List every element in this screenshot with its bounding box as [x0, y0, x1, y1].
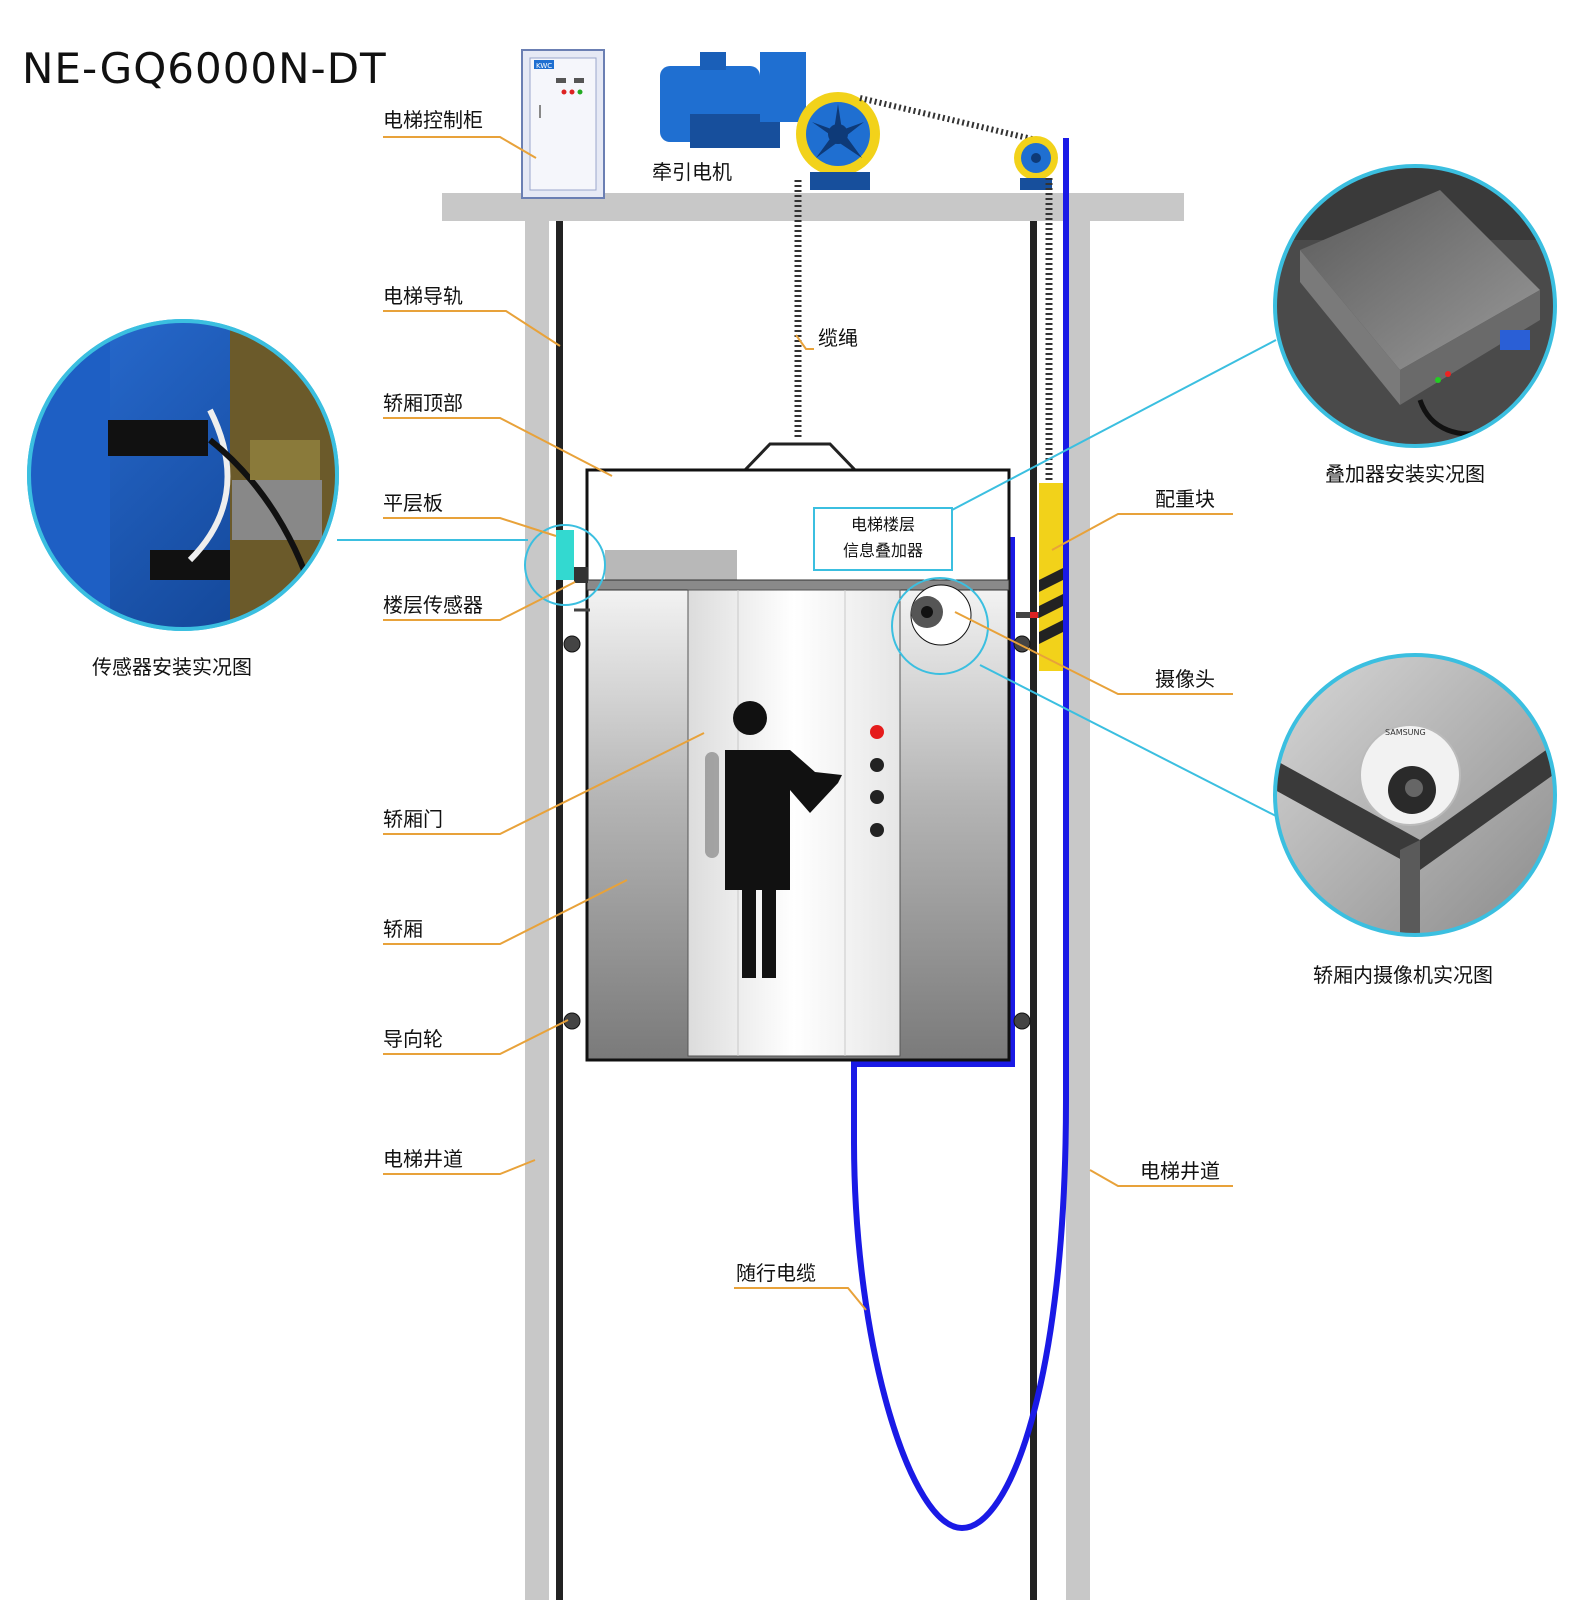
overlay-device-photo — [1273, 164, 1557, 448]
label-car-top: 轿厢顶部 — [383, 391, 463, 415]
sensor-photo — [27, 319, 339, 631]
label-shaft-right: 电梯井道 — [1140, 1159, 1220, 1183]
label-shaft-left: 电梯井道 — [383, 1147, 463, 1171]
diagram-title: NE-GQ6000N-DT — [22, 44, 387, 93]
overlay-box-line1: 电梯楼层 — [850, 515, 915, 534]
label-rope: 缆绳 — [818, 326, 858, 350]
caption-sensor-photo: 传感器安装实况图 — [92, 655, 252, 679]
label-camera: 摄像头 — [1155, 667, 1215, 691]
guide-rail-left — [556, 221, 563, 1600]
guide-wheel-bottom-right — [1013, 1012, 1031, 1030]
label-guide-rail: 电梯导轨 — [383, 284, 463, 308]
sensor-callout-ring — [524, 524, 606, 606]
shaft-wall-right — [1066, 221, 1090, 1600]
label-counterweight: 配重块 — [1155, 487, 1215, 511]
label-traction-motor: 牵引电机 — [652, 160, 732, 184]
leveling-plate — [556, 530, 574, 580]
cabinet-brand: KWC — [536, 62, 552, 70]
shaft-wall-left — [525, 221, 549, 1600]
label-floor-sensor: 楼层传感器 — [383, 593, 483, 617]
traction-motor-icon — [660, 52, 880, 190]
guide-wheel-icon — [1014, 136, 1058, 190]
label-leveling-plate: 平层板 — [383, 491, 443, 515]
guide-wheel-top-left — [563, 635, 581, 653]
control-cabinet-icon: KWC — [521, 49, 605, 199]
caption-camera-photo: 轿厢内摄像机实况图 — [1313, 963, 1493, 987]
traveling-cable — [851, 138, 1069, 1532]
counterweight — [1016, 483, 1063, 671]
camera-callout-ring — [891, 577, 989, 675]
car-top-hitch — [741, 442, 859, 472]
floor-info-overlay-box — [813, 507, 953, 571]
car-door — [687, 589, 901, 1057]
label-car-door: 轿厢门 — [383, 807, 443, 831]
overlay-box-line2: 信息叠加器 — [842, 541, 923, 560]
person-icon — [705, 701, 842, 978]
label-control-cabinet: 电梯控制柜 — [383, 108, 483, 132]
label-car: 轿厢 — [383, 917, 423, 941]
leader-lines — [383, 136, 1233, 1311]
floor-sensor — [574, 567, 588, 583]
top-rope — [859, 95, 1037, 143]
label-traveling-cable: 随行电缆 — [736, 1261, 816, 1285]
label-guide-wheel: 导向轮 — [383, 1027, 443, 1051]
guide-rail-right — [1030, 221, 1037, 1600]
camera-photo: SAMSUNG — [1273, 653, 1557, 937]
caption-overlay-photo: 叠加器安装实况图 — [1325, 462, 1485, 486]
camera-brand: SAMSUNG — [1385, 728, 1426, 737]
